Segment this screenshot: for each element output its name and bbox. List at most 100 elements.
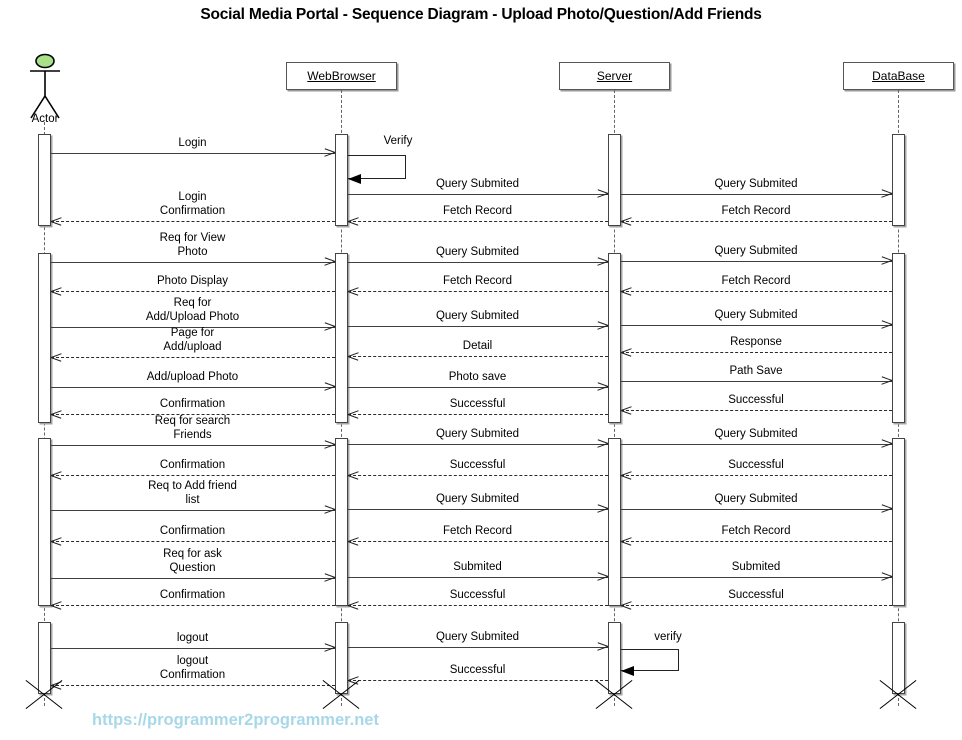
activation-bar-server <box>607 438 621 606</box>
participant-label-server: Server <box>596 69 633 83</box>
message-line-m21 <box>620 381 892 382</box>
message-label-m45: logout Confirmation <box>159 655 226 681</box>
message-label-m06: Login Confirmation <box>159 191 226 217</box>
message-line-m23 <box>347 414 608 415</box>
message-label-m36: Fetch Record <box>721 525 791 537</box>
message-line-m30 <box>620 475 892 476</box>
message-line-m24 <box>620 410 892 411</box>
message-label-m16: Page for Add/upload <box>163 327 222 353</box>
message-label-m34: Confirmation <box>159 525 226 537</box>
message-line-m36 <box>620 541 892 542</box>
self-message-arrowhead-s1 <box>347 174 361 184</box>
message-label-m11: Fetch Record <box>442 275 513 287</box>
message-label-m10: Photo Display <box>157 275 228 287</box>
message-label-m41: Successful <box>449 589 506 601</box>
activation-bar-server <box>607 253 621 423</box>
participant-label-database: DataBase <box>872 69 925 83</box>
watermark-link[interactable]: https://programmer2programmer.net <box>92 711 379 729</box>
message-label-m22: Confirmation <box>159 398 226 410</box>
self-message-arrowhead-s2 <box>620 666 634 676</box>
message-label-m20: Photo save <box>448 371 507 383</box>
message-line-m32 <box>347 509 608 510</box>
message-line-m17 <box>347 356 608 357</box>
participant-box-database[interactable]: DataBase <box>843 62 954 90</box>
participant-box-webbrowser[interactable]: WebBrowser <box>286 62 397 90</box>
self-message-loop-s1 <box>347 155 406 179</box>
message-label-m40: Confirmation <box>159 589 226 601</box>
message-label-m25: Req for search Friends <box>154 415 231 441</box>
actor-icon <box>30 53 60 119</box>
message-label-m13: Req for Add/Upload Photo <box>145 297 240 323</box>
message-label-m37: Req for ask Question <box>163 548 222 574</box>
participant-box-server[interactable]: Server <box>559 62 670 90</box>
message-line-m28 <box>50 475 335 476</box>
activation-bar-database <box>891 622 905 694</box>
message-label-m39: Submited <box>731 561 781 573</box>
message-line-m46 <box>347 680 608 681</box>
message-line-m04 <box>620 221 892 222</box>
message-label-m19: Add/upload Photo <box>146 371 239 383</box>
message-label-m33: Query Submited <box>714 493 798 505</box>
message-line-m41 <box>347 605 608 606</box>
message-label-m01: Login <box>178 137 207 149</box>
message-label-m05: Fetch Record <box>442 205 513 217</box>
message-line-m43 <box>50 648 335 649</box>
message-line-m31 <box>50 510 335 511</box>
self-message-label-s2: verify <box>654 631 682 643</box>
message-line-m33 <box>620 509 892 510</box>
message-label-m46: Successful <box>449 664 506 676</box>
message-line-m25 <box>50 445 335 446</box>
activation-bar-webbrowser <box>334 253 348 423</box>
message-label-m44: Query Submited <box>435 631 520 643</box>
message-line-m06 <box>50 221 335 222</box>
message-line-m10 <box>50 291 335 292</box>
self-message-loop-s2 <box>620 649 679 671</box>
message-label-m12: Fetch Record <box>721 275 791 287</box>
message-line-m26 <box>347 444 608 445</box>
message-label-m35: Fetch Record <box>442 525 513 537</box>
message-label-m38: Submited <box>453 561 502 573</box>
message-label-m21: Path Save <box>729 365 783 377</box>
activation-bar-actor <box>37 253 51 423</box>
message-label-m26: Query Submited <box>435 428 520 440</box>
message-label-m03: Query Submited <box>714 178 798 190</box>
activation-bar-server <box>607 134 621 226</box>
message-line-m05 <box>347 221 608 222</box>
message-label-m43: logout <box>176 632 209 644</box>
message-label-m42: Successful <box>728 589 784 601</box>
message-line-m01 <box>50 153 335 154</box>
message-line-m22 <box>50 414 335 415</box>
activation-bar-actor <box>37 134 51 226</box>
activation-bar-webbrowser <box>334 438 348 606</box>
message-line-m19 <box>50 387 335 388</box>
message-label-m09: Query Submited <box>714 245 798 257</box>
message-label-m23: Successful <box>449 398 506 410</box>
message-line-m45 <box>50 685 335 686</box>
message-label-m32: Query Submited <box>435 493 520 505</box>
activation-bar-webbrowser <box>334 622 348 694</box>
message-line-m34 <box>50 541 335 542</box>
message-line-m27 <box>620 444 892 445</box>
message-label-m31: Req to Add friend list <box>148 480 237 506</box>
message-label-m27: Query Submited <box>714 428 798 440</box>
message-line-m44 <box>347 647 608 648</box>
activation-bar-database <box>891 438 905 606</box>
message-label-m30: Successful <box>728 459 784 471</box>
message-line-m02 <box>347 194 608 195</box>
activation-bar-database <box>891 253 905 423</box>
message-line-m40 <box>50 605 335 606</box>
participant-label-webbrowser: WebBrowser <box>307 69 376 83</box>
message-line-m15 <box>620 325 892 326</box>
message-line-m29 <box>347 475 608 476</box>
message-line-m38 <box>347 577 608 578</box>
message-label-m24: Successful <box>728 394 784 406</box>
message-label-m28: Confirmation <box>159 459 226 471</box>
message-line-m18 <box>620 352 892 353</box>
message-label-m02: Query Submited <box>435 178 520 190</box>
actor-figure <box>20 52 70 122</box>
message-line-m20 <box>347 387 608 388</box>
message-label-m04: Fetch Record <box>721 205 791 217</box>
activation-bar-webbrowser <box>334 134 348 226</box>
message-line-m35 <box>347 541 608 542</box>
